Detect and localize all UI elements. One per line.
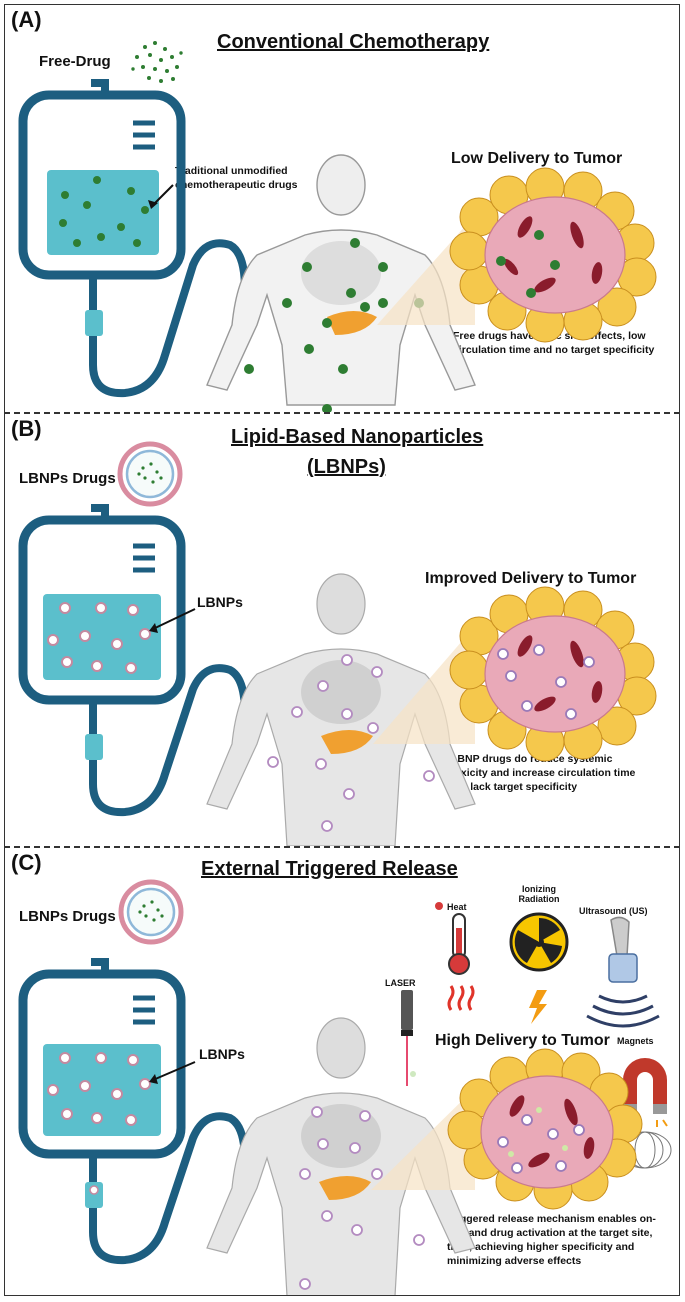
pancreas-icon-c [319, 1176, 371, 1200]
panel-a: (A) Conventional Chemotherapy Free-Drug … [4, 4, 680, 412]
panel-b: (B) Lipid-Based Nanoparticles (LBNPs) LB… [4, 414, 680, 846]
laser-label: LASER [385, 978, 416, 988]
panel-b-label: (B) [11, 416, 42, 441]
panel-b-title-line2: (LBNPs) [307, 456, 386, 478]
ionizing-radiation-label: Ionizing Radiation [518, 884, 560, 904]
free-drug-cloud-icon [131, 41, 183, 83]
iv-bag-icon-c [18, 958, 249, 1265]
bag-liposome-dots-c [47, 1052, 151, 1126]
bag-drug-dots [59, 176, 149, 247]
bag-annotation-b: LBNPs [197, 594, 243, 610]
lbnp-drugs-label-c: LBNPs Drugs [19, 908, 116, 925]
human-body-icon-b [206, 573, 476, 846]
tumor-mass-icon [449, 167, 657, 343]
bag-annotation-a: Traditional unmodified chemotherapeutic … [175, 165, 298, 191]
ultrasound-probe-icon [586, 916, 660, 1028]
tumor-mass-icon-c [447, 1048, 643, 1210]
iv-bag-icon [18, 79, 249, 398]
lbnp-drugs-label-b: LBNPs Drugs [19, 470, 116, 487]
tumor-header-b: Improved Delivery to Tumor [425, 570, 637, 587]
panel-a-title: Conventional Chemotherapy [217, 31, 490, 53]
pancreas-icon [327, 311, 377, 335]
tumor-header-c: High Delivery to Tumor [435, 1032, 610, 1049]
divider-ab [4, 412, 680, 414]
panel-a-illustration [18, 41, 657, 412]
bag-annotation-c: LBNPs [199, 1046, 245, 1062]
panel-b-title-line1: Lipid-Based Nanoparticles [231, 426, 484, 448]
tumor-mass-icon-b [449, 586, 657, 762]
heat-label: Heat [447, 902, 467, 912]
panel-c-title: External Triggered Release [201, 858, 458, 880]
zoom-wedge [377, 215, 475, 325]
liposome-icon [117, 441, 183, 507]
caption-c: Triggered release mechanism enables on-d… [447, 1213, 656, 1267]
panel-a-label: (A) [11, 7, 42, 32]
pancreas-icon-b [321, 730, 373, 754]
liposome-icon-c [118, 879, 184, 945]
panel-c-illustration [18, 879, 672, 1295]
panel-c-label: (C) [11, 850, 42, 875]
bag-liposome-dots [47, 602, 151, 674]
annotation-arrow [152, 184, 174, 206]
divider-bc [4, 846, 680, 848]
human-body-icon [206, 154, 476, 406]
tumor-header-a: Low Delivery to Tumor [451, 150, 623, 167]
body-liposome-dots-c [299, 1106, 425, 1290]
iv-bag-icon-b [18, 504, 249, 817]
panel-b-illustration [18, 441, 657, 846]
ultrasound-label: Ultrasound (US) [579, 906, 648, 916]
magnets-label: Magnets [617, 1036, 654, 1046]
heat-thermometer-icon [435, 902, 475, 1011]
laser-icon [401, 990, 416, 1086]
radiation-icon [509, 912, 569, 1024]
body-liposome-dots [267, 654, 435, 832]
panel-c: (C) External Triggered Release LBNPs Dru… [4, 848, 680, 1296]
drip-chamber-icon [85, 310, 103, 336]
human-body-icon-c [206, 1017, 476, 1295]
free-drug-label: Free-Drug [39, 53, 111, 70]
